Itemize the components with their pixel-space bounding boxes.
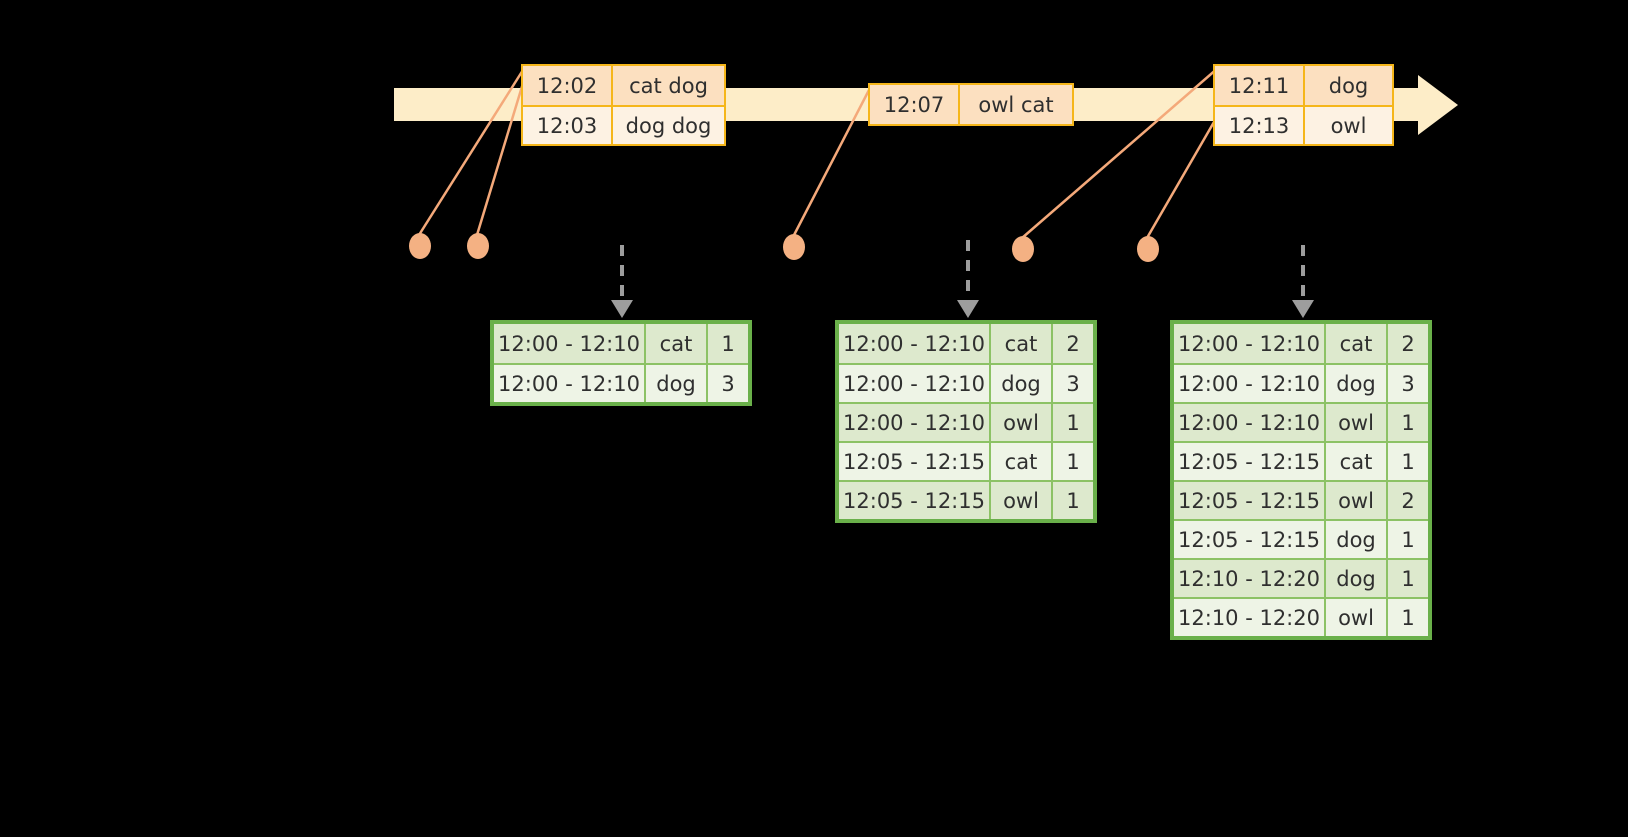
- dashed-arrow-table-1: [611, 245, 633, 318]
- count-cell: 1: [1386, 560, 1428, 597]
- count-cell: 2: [1386, 324, 1428, 363]
- count-cell: 1: [1386, 404, 1428, 441]
- window-range-cell: 12:00 - 12:10: [843, 410, 985, 435]
- window-range-cell: 12:00 - 12:10: [1178, 410, 1320, 435]
- count-cell: 1: [1386, 599, 1428, 636]
- timeline-event-row: 12:07 owl cat: [870, 85, 1072, 124]
- event-time: 12:11: [1228, 73, 1290, 98]
- word-key-cell: cat: [644, 324, 706, 363]
- word-key-cell: owl: [1324, 599, 1386, 636]
- word-key-cell: cat: [989, 324, 1051, 363]
- count-cell: 3: [1386, 365, 1428, 402]
- event-value: cat dog: [611, 66, 724, 105]
- word-key-cell: cat: [1324, 324, 1386, 363]
- event-time: 12:02: [536, 73, 598, 98]
- window-range-cell: 12:10 - 12:20: [1178, 566, 1320, 591]
- event-time: 12:07: [883, 92, 945, 117]
- timeline-arrow-head: [1418, 75, 1458, 135]
- word-key-cell: cat: [989, 443, 1051, 480]
- dashed-arrow-table-3: [1292, 245, 1314, 318]
- word-key-cell: dog: [1324, 560, 1386, 597]
- word-key-cell: dog: [1324, 365, 1386, 402]
- count-cell: 2: [1386, 482, 1428, 519]
- word-key-cell: dog: [1324, 521, 1386, 558]
- word-key-cell: owl: [989, 404, 1051, 441]
- event-time: 12:03: [536, 113, 598, 138]
- window-range-cell: 12:05 - 12:15: [843, 449, 985, 474]
- event-value: owl cat: [958, 85, 1072, 124]
- count-cell: 1: [1386, 443, 1428, 480]
- window-range-cell: 12:05 - 12:15: [1178, 488, 1320, 513]
- word-key-cell: owl: [1324, 404, 1386, 441]
- count-cell: 3: [1051, 365, 1093, 402]
- window-range-cell: 12:05 - 12:15: [1178, 527, 1320, 552]
- count-cell: 1: [706, 324, 748, 363]
- source-dot: [783, 234, 805, 260]
- source-dot: [409, 233, 431, 259]
- count-cell: 1: [1051, 482, 1093, 519]
- window-range-cell: 12:00 - 12:10: [498, 371, 640, 396]
- word-key-cell: owl: [1324, 482, 1386, 519]
- window-range-cell: 12:00 - 12:10: [1178, 371, 1320, 396]
- window-range-cell: 12:00 - 12:10: [498, 331, 640, 356]
- timeline-event-row: 12:02 cat dog: [523, 66, 724, 105]
- timeline-event-row: 12:03 dog dog: [523, 105, 724, 144]
- timeline-event-box: 12:02 cat dog 12:03 dog dog: [521, 64, 726, 146]
- event-value: dog: [1303, 66, 1392, 105]
- word-key-cell: owl: [989, 482, 1051, 519]
- count-cell: 1: [1051, 443, 1093, 480]
- timeline-event-row: 12:13 owl: [1215, 105, 1392, 144]
- event-value: dog dog: [611, 107, 724, 144]
- window-range-cell: 12:05 - 12:15: [1178, 449, 1320, 474]
- count-cell: 3: [706, 365, 748, 402]
- count-cell: 1: [1386, 521, 1428, 558]
- timeline-event-box: 12:11 dog 12:13 owl: [1213, 64, 1394, 146]
- window-range-cell: 12:10 - 12:20: [1178, 605, 1320, 630]
- source-dot: [1137, 236, 1159, 262]
- word-key-cell: dog: [644, 365, 706, 402]
- window-range-cell: 12:00 - 12:10: [843, 371, 985, 396]
- window-range-cell: 12:00 - 12:10: [1178, 331, 1320, 356]
- count-cell: 1: [1051, 404, 1093, 441]
- word-key-cell: dog: [989, 365, 1051, 402]
- window-range-cell: 12:05 - 12:15: [843, 488, 985, 513]
- timeline-event-box: 12:07 owl cat: [868, 83, 1074, 126]
- timeline-event-row: 12:11 dog: [1215, 66, 1392, 105]
- event-time: 12:13: [1228, 113, 1290, 138]
- count-cell: 2: [1051, 324, 1093, 363]
- event-value: owl: [1303, 107, 1392, 144]
- word-key-cell: cat: [1324, 443, 1386, 480]
- source-dot: [467, 233, 489, 259]
- dashed-arrow-table-2: [957, 240, 979, 318]
- source-dot: [1012, 236, 1034, 262]
- window-range-cell: 12:00 - 12:10: [843, 331, 985, 356]
